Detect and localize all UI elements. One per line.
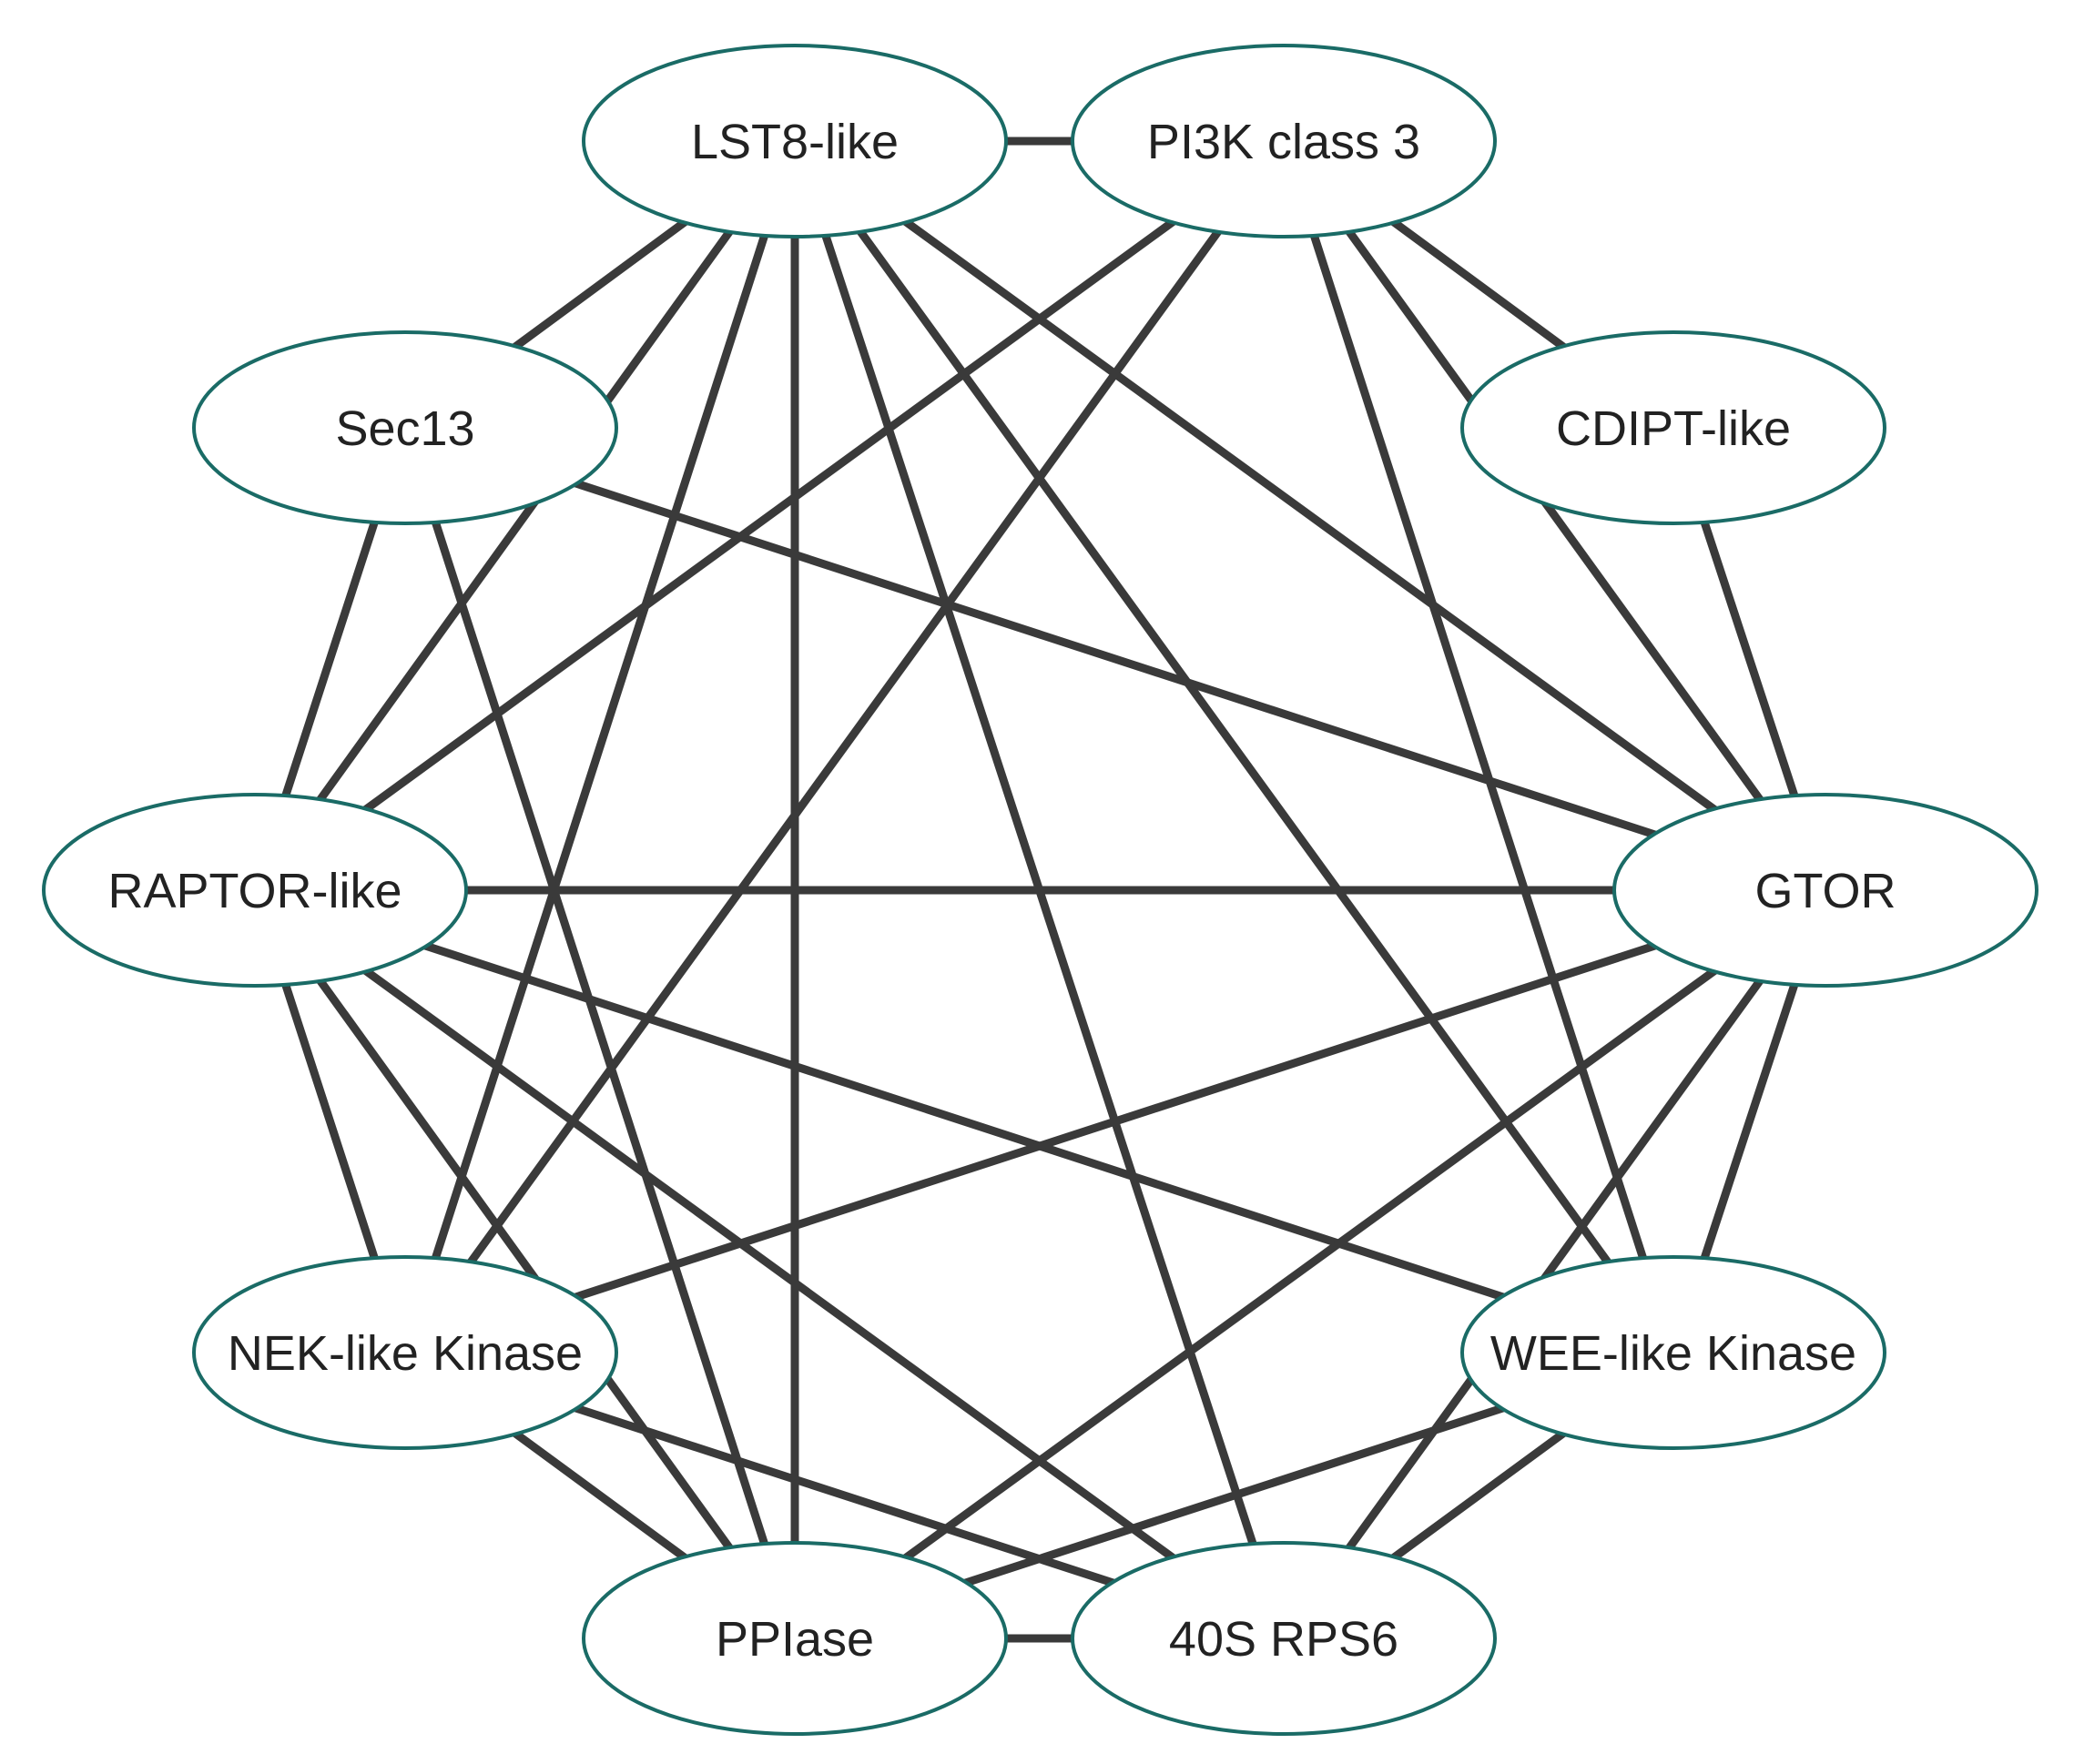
edge-lst8-nek [401, 139, 799, 1354]
node-label-gtor: GTOR [1754, 864, 1896, 918]
node-ellipse-lst8 [582, 44, 1008, 238]
node-ellipse-wee [1460, 1255, 1886, 1450]
node-cdipt: CDIPT-like [1460, 330, 1886, 525]
node-ellipse-cdipt [1460, 330, 1886, 525]
edge-gtor-rps6 [1280, 887, 1829, 1641]
node-rps6: 40S RPS6 [1071, 1541, 1497, 1736]
node-label-ppiase: PPIase [716, 1612, 874, 1667]
edge-raptor-wee [253, 886, 1675, 1357]
node-label-lst8: LST8-like [691, 115, 899, 169]
edge-gtor-nek [403, 886, 1827, 1357]
edge-pi3k-wee [1279, 139, 1678, 1354]
node-ellipse-gtor [1612, 793, 2038, 988]
node-label-nek: NEK-like Kinase [228, 1326, 583, 1381]
node-ellipse-nek [192, 1255, 618, 1450]
node-gtor: GTOR [1612, 793, 2038, 988]
node-label-cdipt: CDIPT-like [1556, 401, 1791, 456]
node-label-rps6: 40S RPS6 [1169, 1612, 1398, 1667]
node-pi3k: PI3K class 3 [1071, 44, 1497, 238]
node-raptor: RAPTOR-like [42, 793, 468, 988]
node-sec13: Sec13 [192, 330, 618, 525]
edge-sec13-ppiase [401, 426, 799, 1640]
node-nek: NEK-like Kinase [192, 1255, 618, 1450]
node-label-raptor: RAPTOR-like [107, 864, 402, 918]
edge-raptor-ppiase [251, 887, 798, 1641]
edge-pi3k-gtor [1280, 138, 1829, 893]
edge-lst8-raptor [251, 138, 798, 893]
node-label-sec13: Sec13 [335, 401, 474, 456]
node-lst8: LST8-like [582, 44, 1008, 238]
edge-pi3k-raptor [252, 137, 1286, 894]
node-ellipse-pi3k [1071, 44, 1497, 238]
node-ellipse-ppiase [582, 1541, 1008, 1736]
node-ellipse-raptor [42, 793, 468, 988]
edge-gtor-ppiase [792, 887, 1828, 1642]
node-ppiase: PPIase [582, 1541, 1008, 1736]
edge-sec13-gtor [403, 423, 1827, 895]
node-ellipse-sec13 [192, 330, 618, 525]
node-label-wee: WEE-like Kinase [1490, 1326, 1856, 1381]
node-ellipse-rps6 [1071, 1541, 1497, 1736]
node-label-pi3k: PI3K class 3 [1147, 115, 1420, 169]
edge-raptor-rps6 [252, 887, 1286, 1642]
edge-lst8-gtor [792, 137, 1828, 894]
edge-pi3k-nek [402, 138, 1287, 1355]
edge-lst8-wee [791, 138, 1677, 1355]
node-wee: WEE-like Kinase [1460, 1255, 1886, 1450]
